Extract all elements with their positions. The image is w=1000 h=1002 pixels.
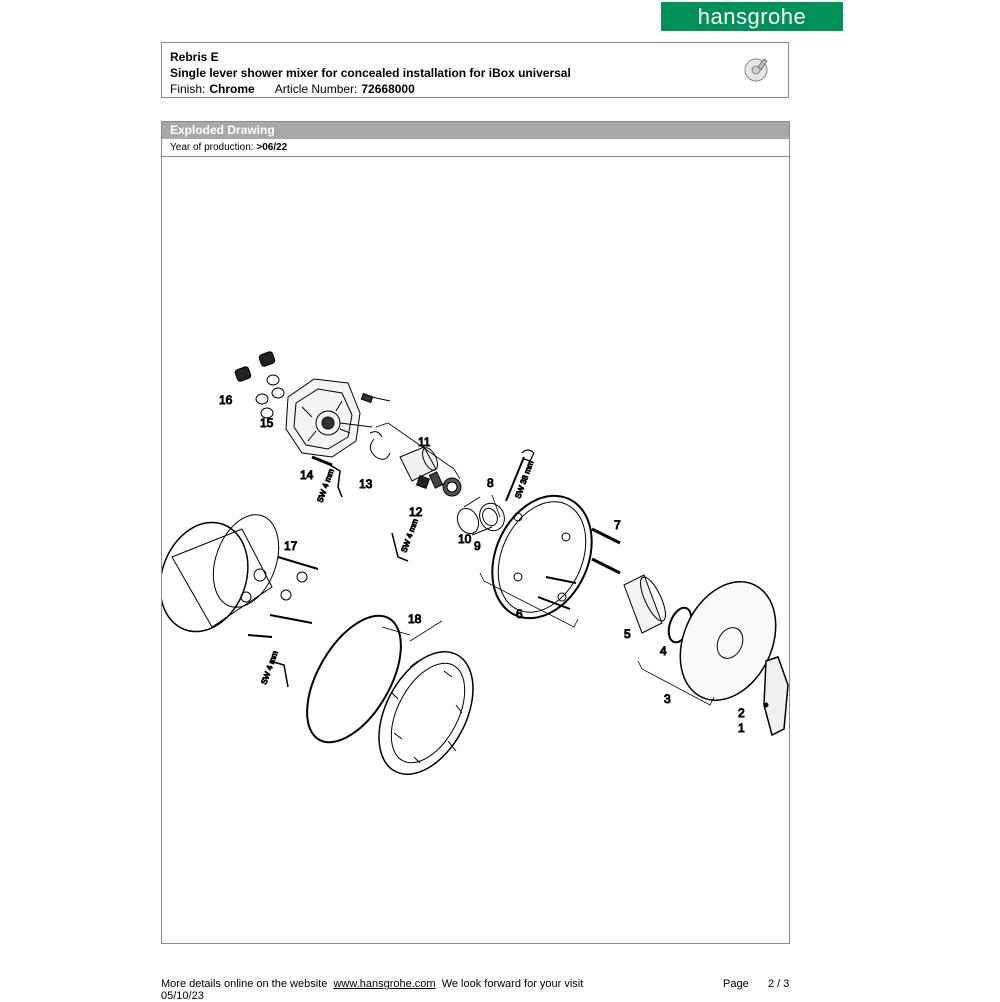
callout-12: 12 xyxy=(409,505,423,519)
part-18-trim-ring xyxy=(378,651,474,775)
part-mixer-body xyxy=(285,378,391,458)
product-name: Rebris E xyxy=(170,50,219,64)
footer-tagline: We look forward for your visit xyxy=(441,978,584,990)
tool-label-sw4-a: SW 4 mm xyxy=(315,467,336,503)
part-1-lever-handle xyxy=(763,656,789,737)
callout-16: 16 xyxy=(219,393,233,407)
year-of-production: Year of production: >06/22 xyxy=(162,139,789,157)
callout-3: 3 xyxy=(664,692,671,706)
article-label: Article Number: xyxy=(274,82,358,96)
part-17-ibox xyxy=(162,514,319,638)
part-15-o-rings xyxy=(255,374,285,419)
part-11-cartridge xyxy=(375,422,462,497)
callout-15: 15 xyxy=(260,416,274,430)
part-14-screw xyxy=(311,455,343,498)
part-8-sleeve xyxy=(456,496,505,536)
hex-key-middle xyxy=(391,532,409,562)
exploded-drawing-section: Exploded Drawing Year of production: >06… xyxy=(161,121,790,944)
footer-page-number: 2 / 3 xyxy=(768,978,790,990)
callout-1: 1 xyxy=(738,721,745,735)
part-5-sleeve xyxy=(623,574,666,634)
product-description: Single lever shower mixer for concealed … xyxy=(170,66,571,80)
hex-key-lower xyxy=(269,660,289,688)
callout-13: 13 xyxy=(359,477,373,491)
wrench-sw38 xyxy=(505,449,535,502)
callout-6: 6 xyxy=(516,607,523,621)
callout-17: 17 xyxy=(284,539,298,553)
exploded-drawing: 16 15 11 14 13 8 12 10 9 7 17 6 18 5 4 3… xyxy=(162,351,789,775)
part-7-screws xyxy=(591,527,621,575)
section-title: Exploded Drawing xyxy=(162,122,789,139)
page-footer: More details online on the website www.h… xyxy=(161,978,801,1002)
callout-11: 11 xyxy=(418,435,431,449)
tool-label-sw38: SW 38 mm xyxy=(513,459,535,500)
callout-8: 8 xyxy=(487,476,494,490)
callout-5: 5 xyxy=(624,627,631,641)
callout-14: 14 xyxy=(300,468,314,482)
part-18-seal-ring xyxy=(306,614,402,744)
footer-website-text: More details online on the website xyxy=(161,978,328,990)
tool-label-sw4-c: SW 4 mm xyxy=(259,649,280,685)
leader-lines xyxy=(381,494,501,642)
part-12-nut xyxy=(415,474,431,490)
tool-label-sw4-b: SW 4 mm xyxy=(399,517,420,553)
hansgrohe-logo: hansgrohe xyxy=(661,2,843,31)
finish-label: Finish: xyxy=(170,82,206,96)
callout-18: 18 xyxy=(408,612,422,626)
mixer-thumbnail-icon xyxy=(744,58,768,82)
product-header: Rebris E Single lever shower mixer for c… xyxy=(161,42,789,98)
callout-10: 10 xyxy=(458,532,472,546)
callout-4: 4 xyxy=(660,644,667,658)
finish-line: Finish:Chrome Article Number:72668000 xyxy=(170,81,780,97)
callout-9: 9 xyxy=(474,539,481,553)
footer-website-link[interactable]: www.hansgrohe.com xyxy=(333,978,436,990)
footer-page-label: Page xyxy=(723,978,749,990)
part-16-plugs xyxy=(234,351,276,382)
callout-2: 2 xyxy=(738,706,745,720)
finish-value: Chrome xyxy=(209,82,255,96)
year-label: Year of production: xyxy=(170,142,254,153)
part-13-clip xyxy=(369,431,391,460)
callout-7: 7 xyxy=(614,518,621,532)
year-value: >06/22 xyxy=(256,142,288,153)
article-number: 72668000 xyxy=(361,82,415,96)
part-6-mounting-plate xyxy=(479,494,593,628)
footer-date: 05/10/23 xyxy=(161,990,204,1002)
